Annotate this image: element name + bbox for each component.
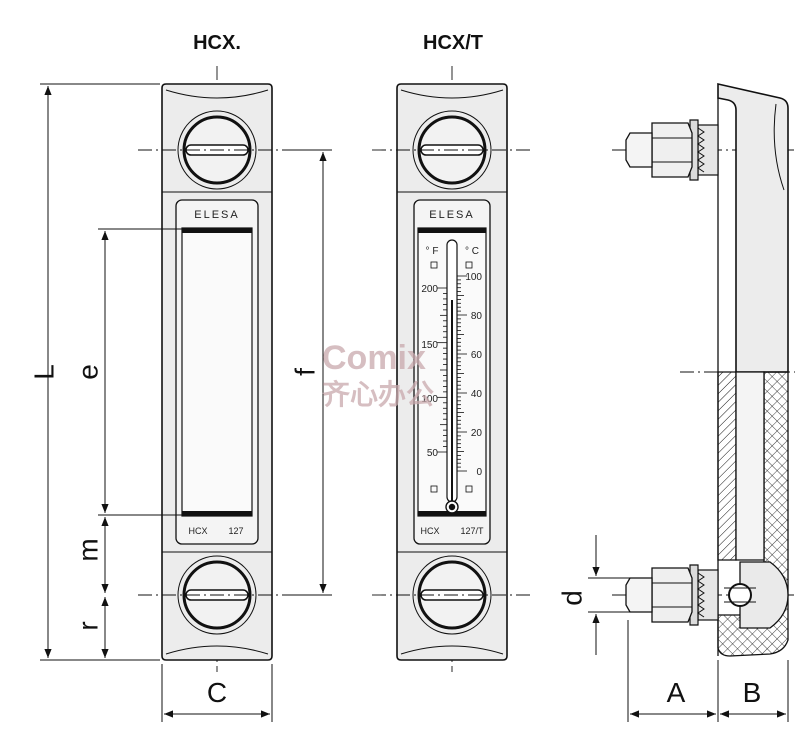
scale-end-marker xyxy=(465,261,473,269)
scale-end-marker xyxy=(430,485,438,493)
fahrenheit-tick-label: 100 xyxy=(421,394,438,405)
fahrenheit-tick-label: 200 xyxy=(421,284,438,295)
brand-label-hcx: ELESA xyxy=(194,209,239,221)
watermark-cjk: 齐心办公 xyxy=(322,378,434,411)
fahrenheit-tick-label: 50 xyxy=(427,448,439,459)
unit-fahrenheit: ° F xyxy=(426,246,439,257)
model-label-hcx: HCX xyxy=(188,526,207,536)
thermometer xyxy=(430,239,473,514)
dimension-e xyxy=(98,228,182,516)
scale-end-marker xyxy=(430,261,438,269)
title-hcx: HCX. xyxy=(193,32,241,54)
watermark-logo: Comix xyxy=(322,339,426,377)
celsius-tick-label: 0 xyxy=(476,467,482,478)
dimension-B xyxy=(720,660,789,722)
dimension-label-e: e xyxy=(72,364,103,380)
brand-label-hcxt: ELESA xyxy=(429,209,474,221)
dimension-C xyxy=(161,664,273,722)
title-hcxt: HCX/T xyxy=(423,32,483,54)
celsius-tick-label: 20 xyxy=(471,428,483,439)
hcx-front-view xyxy=(161,66,273,672)
dimension-d xyxy=(588,535,630,655)
thermometer-ticks xyxy=(430,261,473,493)
dimension-label-m: m xyxy=(72,538,103,561)
dimension-label-f: f xyxy=(289,368,320,376)
fahrenheit-tick-label: 150 xyxy=(421,340,438,351)
celsius-tick-label: 60 xyxy=(471,350,483,361)
hcxt-front-view xyxy=(396,66,508,672)
unit-celsius: ° C xyxy=(465,246,479,257)
size-label-hcxt: 127/T xyxy=(460,526,484,536)
size-label-hcx: 127 xyxy=(228,526,243,536)
celsius-tick-label: 100 xyxy=(465,272,482,283)
celsius-tick-label: 40 xyxy=(471,389,483,400)
dimension-L xyxy=(40,83,160,661)
dimension-label-d: d xyxy=(556,590,587,606)
dimension-label-B: B xyxy=(743,677,762,708)
dimension-label-C: C xyxy=(207,677,227,708)
dimension-A xyxy=(627,620,719,722)
dimension-label-L: L xyxy=(28,364,59,380)
model-label-hcxt: HCX xyxy=(420,526,439,536)
dimension-label-A: A xyxy=(667,677,686,708)
celsius-tick-label: 80 xyxy=(471,311,483,322)
side-view xyxy=(612,82,795,657)
scale-end-marker xyxy=(465,485,473,493)
dimension-f xyxy=(296,149,332,596)
dimension-label-r: r xyxy=(72,621,103,630)
